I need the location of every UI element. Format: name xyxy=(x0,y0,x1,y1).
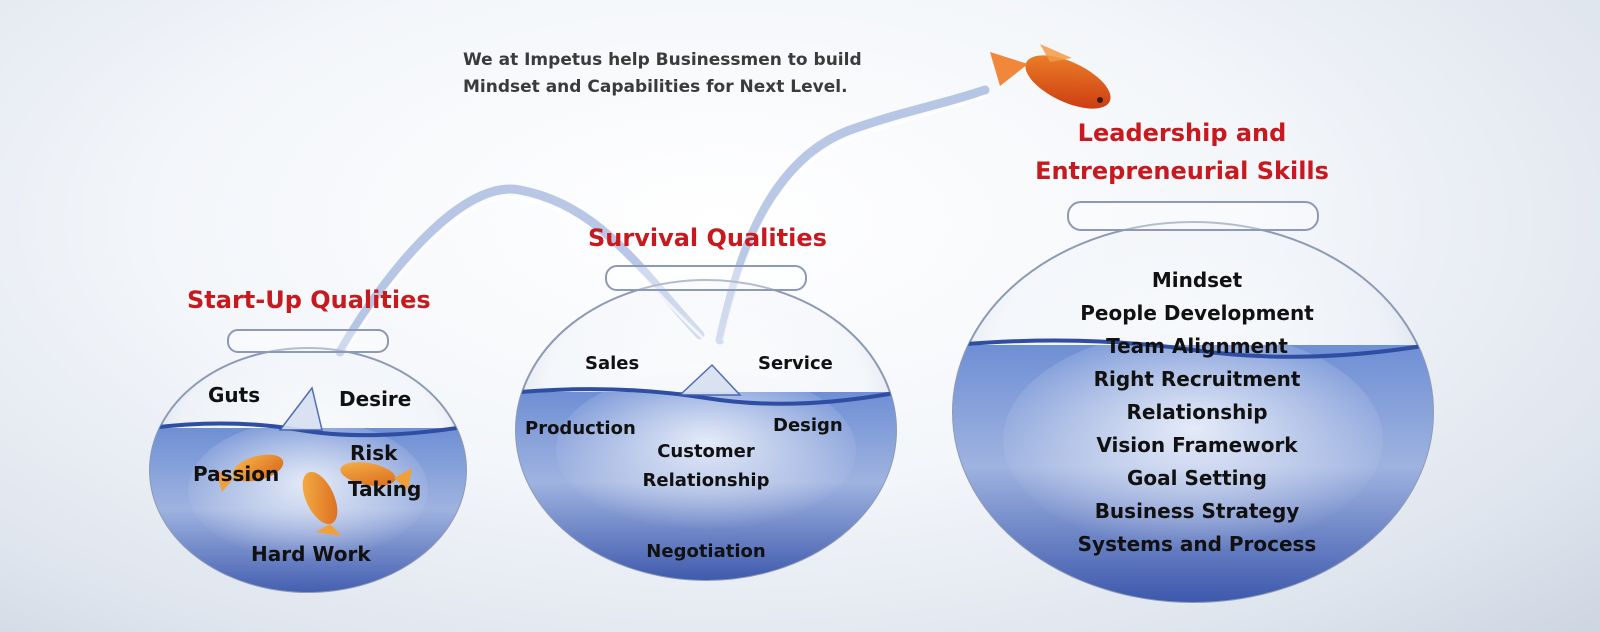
startup-bowl xyxy=(149,329,467,593)
intro-text: We at Impetus help Businessmen to build … xyxy=(463,47,862,101)
leadership-item: Team Alignment xyxy=(1106,334,1288,358)
label-production: Production xyxy=(525,418,636,439)
water-stream xyxy=(722,94,987,342)
label-negotiation: Negotiation xyxy=(646,541,766,562)
survival-title: Survival Qualities xyxy=(588,224,827,252)
leadership-item: Mindset xyxy=(1151,268,1243,292)
label-passion: Passion xyxy=(193,462,280,486)
label-taking: Taking xyxy=(348,477,422,501)
jumping-fish-icon xyxy=(990,44,1111,109)
leadership-item: Business Strategy xyxy=(1094,499,1300,523)
label-guts: Guts xyxy=(208,383,261,407)
water-stream xyxy=(343,195,707,354)
leadership-item: Vision Framework xyxy=(1096,433,1298,457)
leadership-title-line-2: Entrepreneurial Skills xyxy=(1035,157,1329,185)
leadership-title-line-1: Leadership and xyxy=(1077,119,1287,147)
leadership-bowl xyxy=(952,201,1434,603)
label-customer: Customer xyxy=(657,441,755,462)
label-desire: Desire xyxy=(339,387,412,411)
goldfish-icon xyxy=(216,454,284,492)
label-hard-work: Hard Work xyxy=(251,542,371,566)
label-risk: Risk xyxy=(350,441,398,465)
water-stream xyxy=(715,85,990,345)
survival-bowl xyxy=(515,265,897,581)
water-stream xyxy=(335,184,705,357)
label-sales: Sales xyxy=(585,353,640,374)
leadership-item: Goal Setting xyxy=(1127,466,1267,490)
goldfish-icon xyxy=(302,471,342,536)
label-design: Design xyxy=(773,415,843,436)
leadership-item: Relationship xyxy=(1126,400,1268,424)
intro-line-1: We at Impetus help Businessmen to build xyxy=(463,50,862,70)
goldfish-icon xyxy=(340,462,412,490)
intro-line-2: Mindset and Capabilities for Next Level. xyxy=(463,77,848,97)
leadership-item: Right Recruitment xyxy=(1093,367,1301,391)
leadership-item: People Development xyxy=(1080,301,1314,325)
label-relationship: Relationship xyxy=(642,470,770,491)
leadership-item: Systems and Process xyxy=(1077,532,1317,556)
startup-title: Start-Up Qualities xyxy=(187,286,431,314)
label-service: Service xyxy=(758,353,833,374)
